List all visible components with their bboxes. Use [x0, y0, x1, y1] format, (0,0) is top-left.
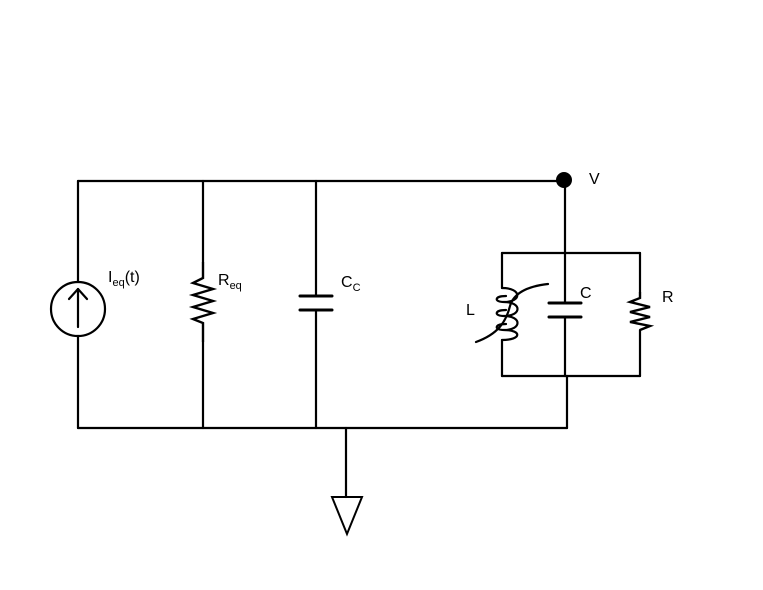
variable-inductor-icon [474, 282, 550, 344]
circuit-wires [76, 179, 642, 499]
resistor-r-icon [626, 292, 655, 332]
resistor-label: R [662, 289, 674, 306]
req-label: Req [218, 272, 242, 292]
current-source-label: Ieq(t) [108, 269, 140, 289]
resistor-req-icon [188, 262, 218, 342]
node-v-label: V [589, 171, 600, 188]
capacitor-cc-icon [298, 294, 334, 312]
ground-triangle-icon [330, 496, 364, 537]
inductor-label: L [466, 302, 475, 319]
arrow-up-current-source-icon [49, 280, 107, 338]
cc-label: CC [341, 274, 361, 294]
capacitor-c-icon [547, 301, 583, 319]
filled-node-dot-icon [556, 172, 572, 188]
capacitor-label: C [580, 285, 592, 302]
